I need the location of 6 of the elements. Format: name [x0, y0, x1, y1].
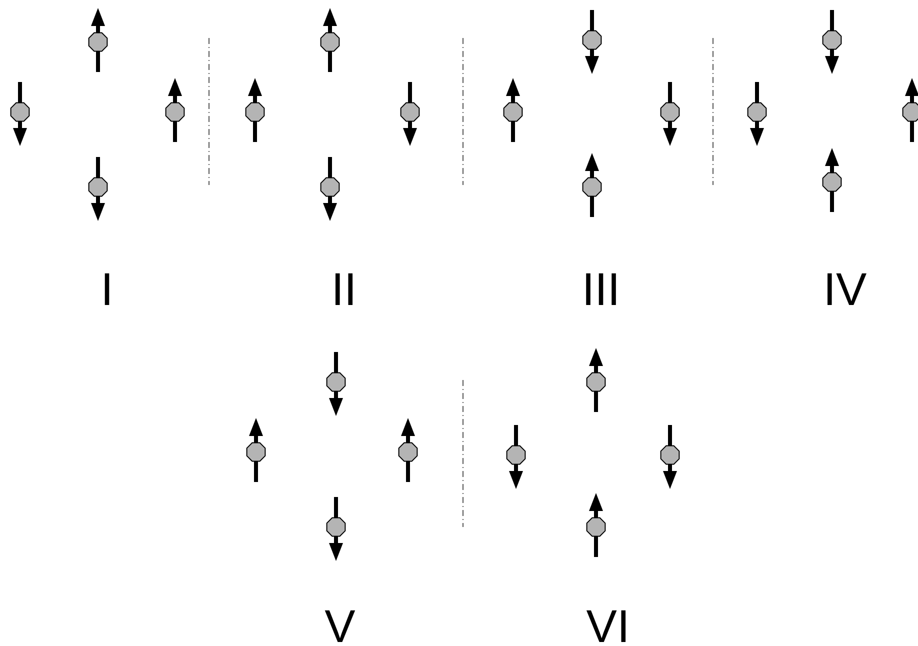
panel-label: III — [582, 266, 620, 312]
panel-label: IV — [823, 266, 867, 312]
panel-label: VI — [586, 603, 630, 646]
panel-label: II — [331, 266, 357, 312]
panel-label: I — [100, 266, 114, 312]
panel-label: V — [324, 603, 356, 646]
